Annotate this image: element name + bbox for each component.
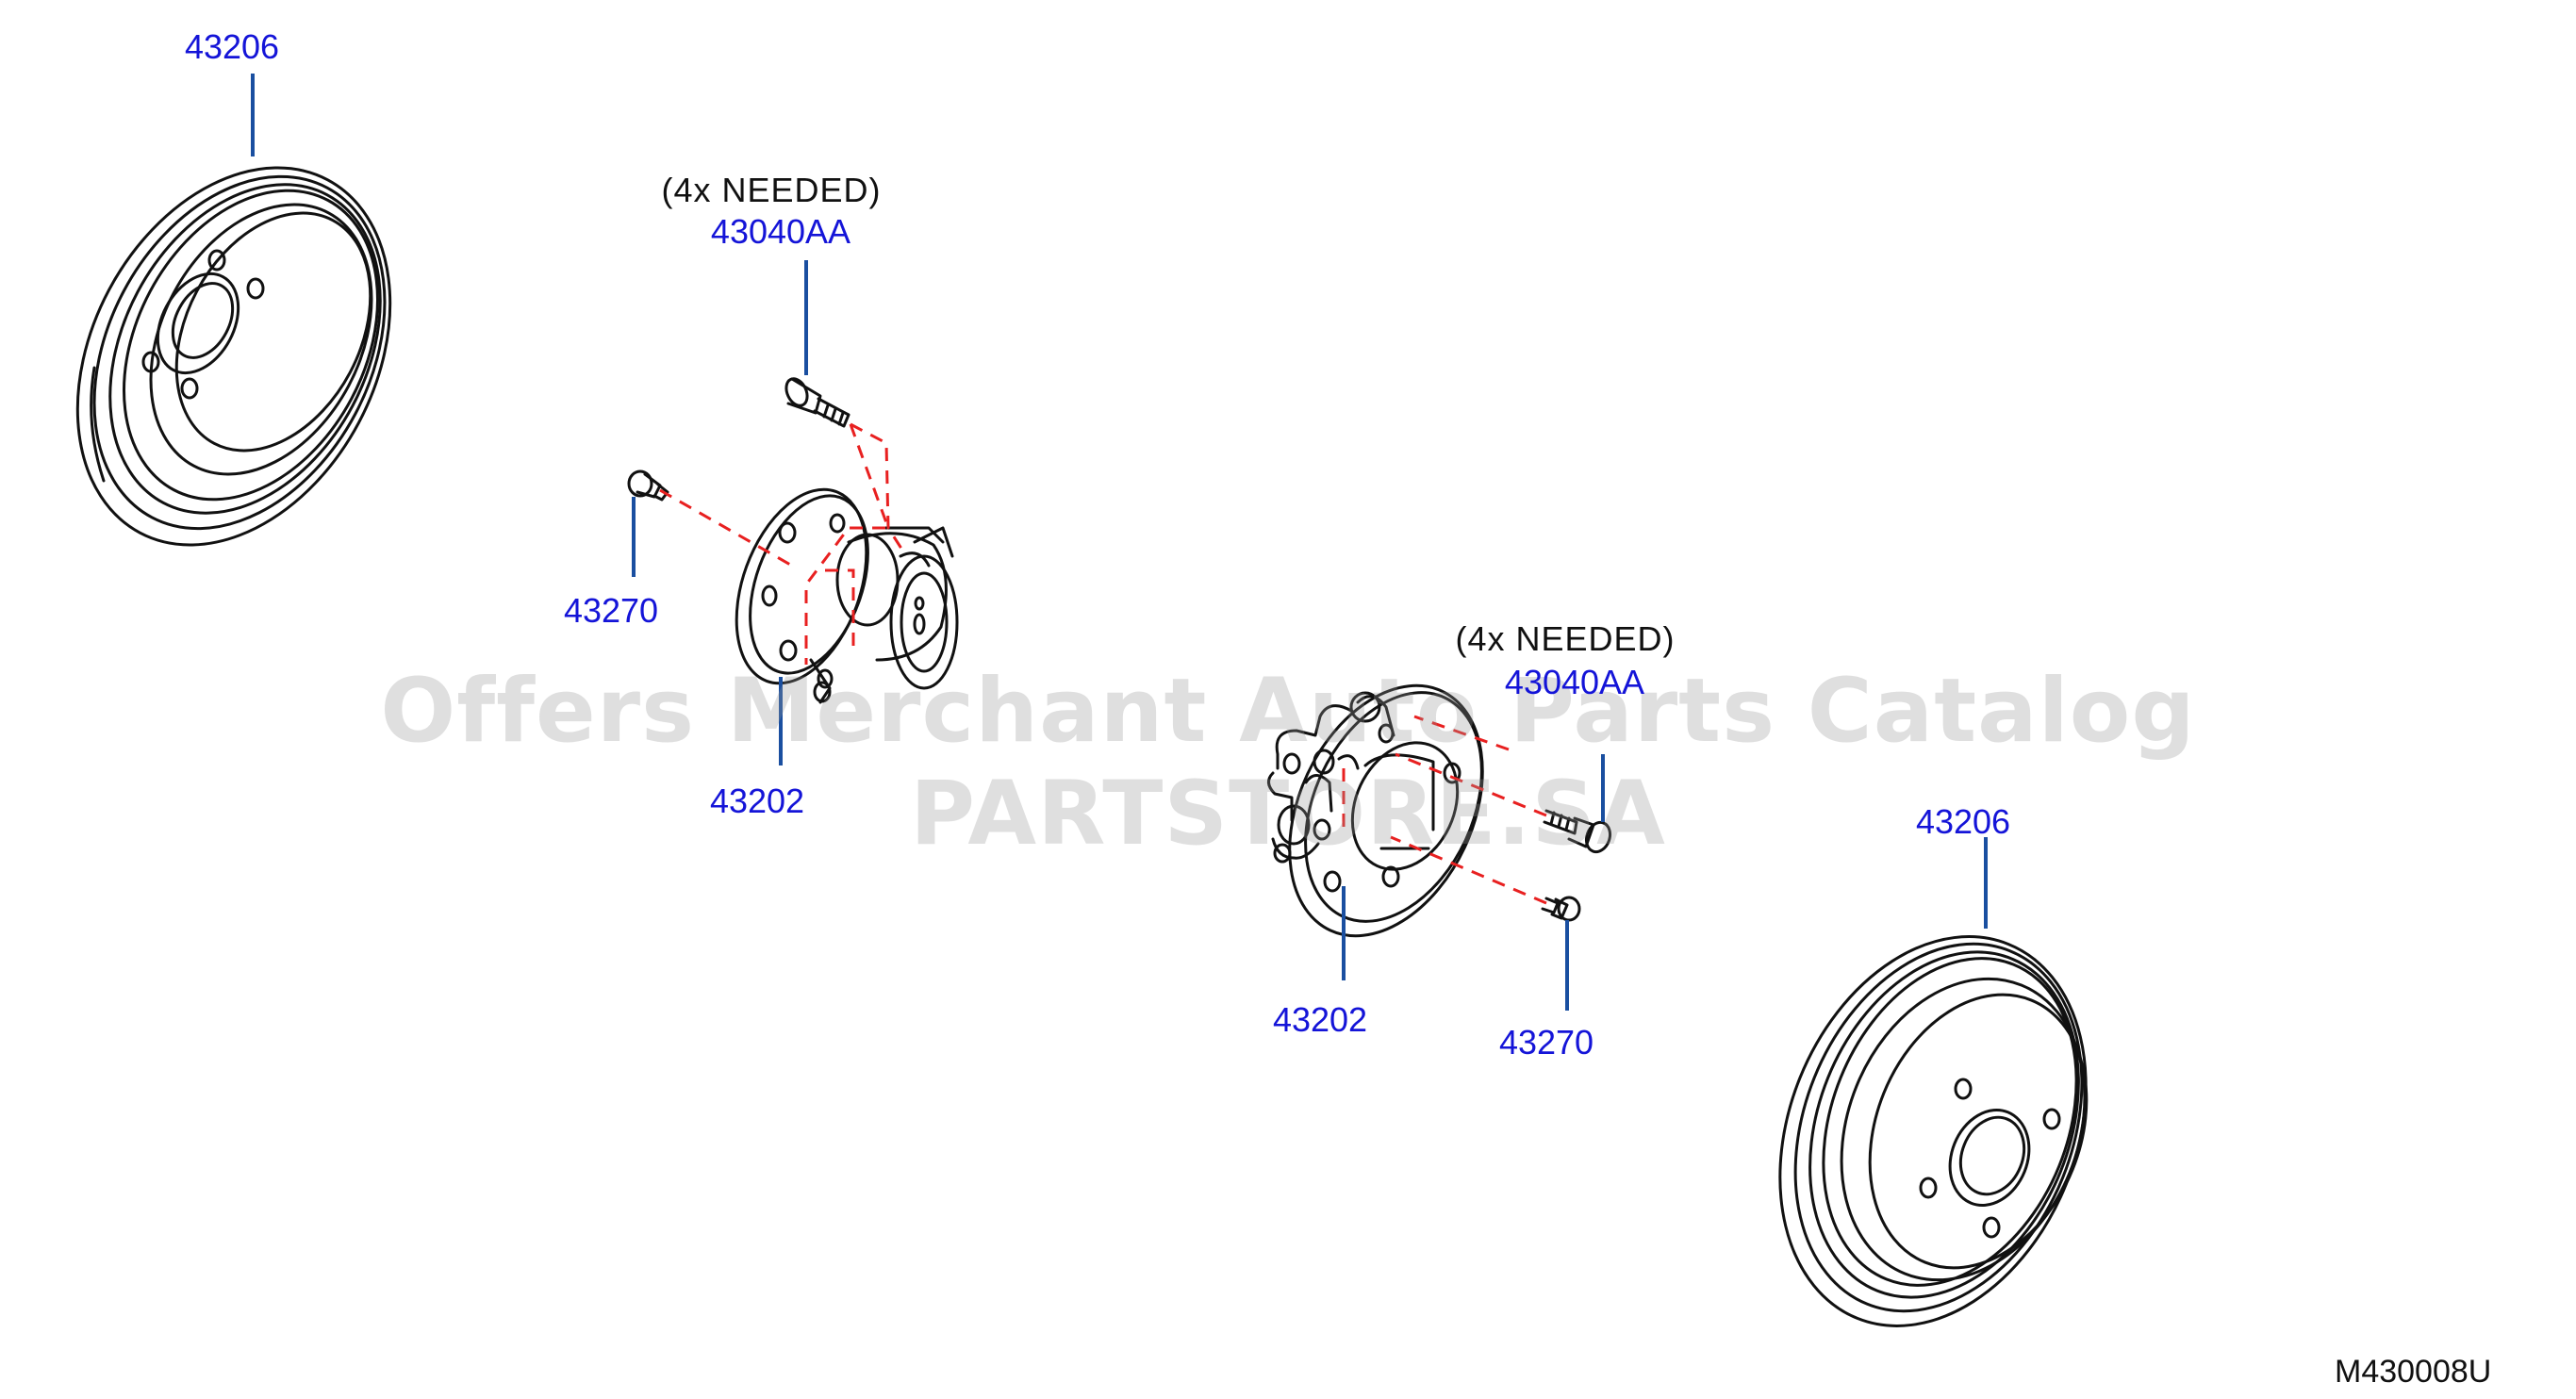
wheel-stud-right[interactable] [1543,809,1614,855]
brake-drum-right[interactable] [1725,891,2141,1373]
alignment-dashes [659,422,1547,905]
screw-right[interactable] [1541,896,1581,922]
hub-assembly-left[interactable] [712,471,959,704]
leader-lines [251,74,1988,1011]
part-number-43206-right[interactable]: 43206 [1915,802,2011,841]
quantity-note-left: (4x NEEDED) [661,171,882,209]
part-number-43270-left[interactable]: 43270 [563,591,659,630]
part-number-43040AA-right[interactable]: 43040AA [1504,663,1645,701]
part-number-43040AA-left[interactable]: 43040AA [710,212,851,251]
part-number-43202-right[interactable]: 43202 [1272,1000,1368,1039]
quantity-note-right: (4x NEEDED) [1455,619,1676,658]
screw-left[interactable] [627,469,669,502]
hub-assembly-right[interactable] [1251,654,1520,967]
brake-drum-left[interactable] [15,113,453,599]
wheel-stud-left[interactable] [783,375,850,428]
diagram-code: M430008U [2335,1354,2492,1390]
part-number-43270-right[interactable]: 43270 [1498,1023,1594,1062]
part-number-43202-left[interactable]: 43202 [709,782,805,820]
part-number-43206-left[interactable]: 43206 [184,27,280,66]
